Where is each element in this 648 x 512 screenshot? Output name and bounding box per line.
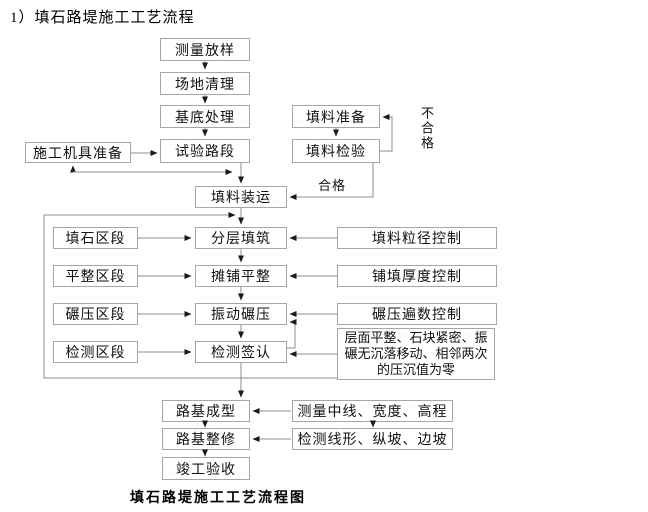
alignment-check-node: 检测线形、纵坡、边坡 <box>292 428 453 450</box>
pass-label: 合格 <box>318 178 347 193</box>
fill-preparation-node: 填料准备 <box>292 105 380 128</box>
leveling-zone-node: 平整区段 <box>53 265 138 287</box>
subgrade-trimming-node: 路基整修 <box>162 428 250 450</box>
acceptance-criteria-node: 层面平整、石块紧密、振碾无沉落移动、相邻两次的压沉值为零 <box>337 328 495 380</box>
fill-inspection-node: 填料检验 <box>292 139 380 163</box>
subgrade-forming-node: 路基成型 <box>162 400 250 422</box>
page-title: 1）填石路堤施工工艺流程 <box>10 10 195 26</box>
fill-transport-node: 填料装运 <box>195 186 287 208</box>
edge-fail-loop <box>380 114 393 152</box>
particle-size-control-node: 填料粒径控制 <box>337 227 497 249</box>
completion-acceptance-node: 竣工验收 <box>162 457 250 480</box>
centerline-check-node: 测量中线、宽度、高程 <box>292 400 453 422</box>
rockfill-zone-node: 填石区段 <box>53 227 138 249</box>
testing-zone-node: 检测区段 <box>53 341 138 363</box>
rolling-zone-node: 碾压区段 <box>53 303 138 325</box>
trial-section-node: 试验路段 <box>160 139 250 163</box>
edge-signoff-to-rolling-loop <box>287 319 297 349</box>
fail-label: 不合格 <box>419 106 434 151</box>
machinery-preparation-node: 施工机具准备 <box>25 142 131 163</box>
diagram-caption: 填石路堤施工工艺流程图 <box>130 491 306 506</box>
rolling-passes-control-node: 碾压遍数控制 <box>337 303 497 325</box>
site-clearing-node: 场地清理 <box>160 72 250 95</box>
foundation-treatment-node: 基底处理 <box>160 105 250 128</box>
spreading-leveling-node: 摊铺平整 <box>195 265 287 287</box>
layered-filling-node: 分层填筑 <box>195 227 287 249</box>
thickness-control-node: 铺填厚度控制 <box>337 265 497 287</box>
survey-layout-node: 测量放样 <box>160 38 250 61</box>
inspection-signoff-node: 检测签认 <box>195 341 287 363</box>
vibratory-rolling-node: 振动碾压 <box>195 303 287 325</box>
